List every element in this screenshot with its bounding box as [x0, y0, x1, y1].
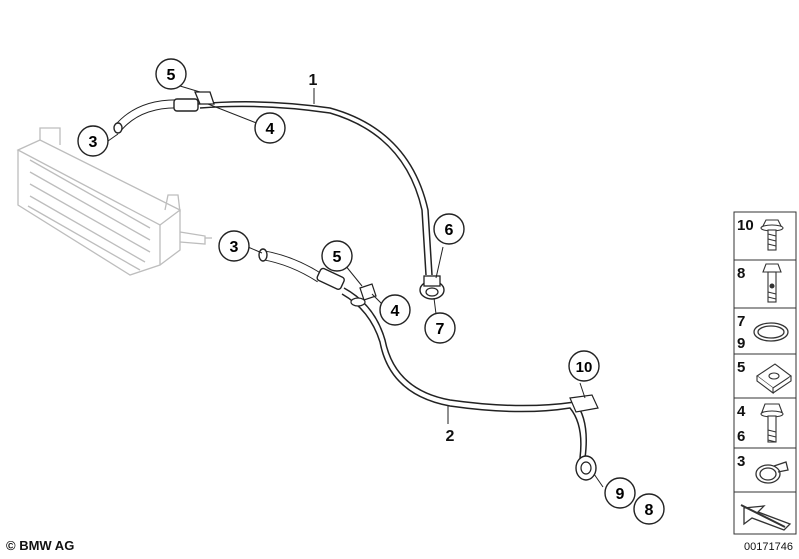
svg-text:6: 6: [445, 222, 454, 239]
svg-text:3: 3: [89, 134, 98, 151]
callout-10: 10: [568, 350, 600, 382]
hose-1: [113, 91, 445, 300]
parts-cell-3: 3: [733, 447, 797, 493]
parts-cell-8: 8: [733, 259, 797, 309]
svg-text:5: 5: [167, 67, 176, 84]
svg-text:10: 10: [737, 217, 754, 234]
hose-clamp-icon: [755, 461, 789, 484]
svg-text:7: 7: [737, 313, 745, 330]
diagram-id: 00171746: [744, 541, 793, 553]
parts-panel: 10 8 7 9: [733, 211, 797, 535]
svg-text:9: 9: [616, 486, 625, 503]
callout-5-mid: 5: [321, 240, 353, 272]
callout-3-left: 3: [77, 125, 109, 157]
svg-text:10: 10: [576, 359, 593, 376]
svg-text:7: 7: [436, 321, 445, 338]
callout-3-mid: 3: [218, 230, 250, 262]
callout-8: 8: [633, 493, 665, 525]
svg-text:6: 6: [737, 428, 745, 445]
parts-cell-4-6: 4 6: [733, 397, 797, 449]
label-hose-1: 1: [309, 72, 318, 89]
callout-7: 7: [424, 312, 456, 344]
parts-cell-arrow: [733, 491, 797, 535]
callout-4-top: 4: [254, 112, 286, 144]
clip-nut-icon: [756, 363, 792, 395]
callout-4-mid: 4: [379, 294, 411, 326]
direction-arrow-icon: [740, 504, 792, 531]
flange-bolt-icon: [760, 219, 784, 251]
svg-text:5: 5: [737, 359, 745, 376]
svg-text:4: 4: [737, 403, 746, 420]
banjo-bolt-icon: [762, 263, 782, 303]
callout-6: 6: [433, 213, 465, 245]
svg-text:4: 4: [266, 121, 275, 138]
svg-text:5: 5: [333, 249, 342, 266]
callout-9: 9: [604, 477, 636, 509]
svg-text:4: 4: [391, 303, 400, 320]
parts-cell-5: 5: [733, 353, 797, 399]
svg-text:8: 8: [737, 265, 745, 282]
svg-text:3: 3: [737, 453, 745, 470]
callout-5-top: 5: [155, 58, 187, 90]
oil-cooler: [16, 127, 212, 276]
copyright-text: © BMW AG: [6, 538, 75, 553]
leader-lines: [107, 85, 604, 488]
svg-text:9: 9: [737, 335, 745, 352]
parts-cell-7-9: 7 9: [733, 307, 797, 355]
o-ring-icon: [753, 322, 789, 342]
parts-cell-10: 10: [733, 211, 797, 261]
hex-bolt-icon: [760, 403, 784, 443]
label-hose-2: 2: [446, 428, 455, 445]
svg-text:8: 8: [645, 502, 654, 519]
svg-text:3: 3: [230, 239, 239, 256]
hose-2: [258, 248, 599, 481]
